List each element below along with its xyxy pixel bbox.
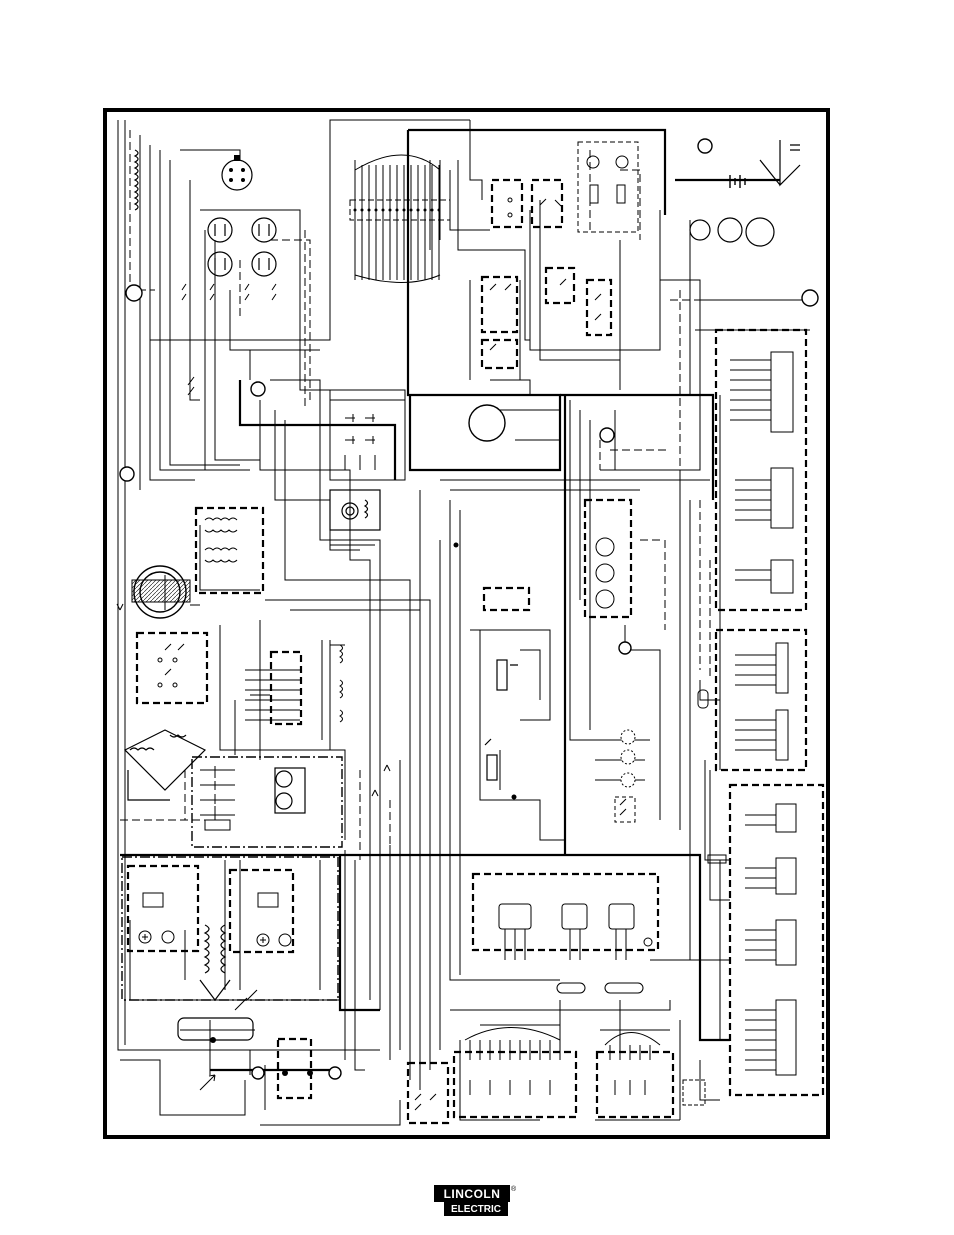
- relay-contacts: [415, 1094, 436, 1110]
- switch-icon: [615, 797, 635, 822]
- connector-panel: [716, 330, 823, 1095]
- lamp-icon: [596, 538, 635, 787]
- rectifier-bridge-icon: [330, 390, 405, 480]
- logo-line1: LINCOLN: [434, 1185, 510, 1202]
- relay-icon: [278, 1039, 448, 1123]
- fan-icon: [132, 566, 190, 618]
- output-terminals-dots: [210, 543, 517, 1077]
- circle-icon: [698, 139, 712, 153]
- terminal-dots: [354, 209, 441, 212]
- potentiometer-icon: [485, 660, 518, 780]
- coil-icon: [135, 150, 138, 210]
- lincoln-electric-logo: LINCOLN ELECTRIC ®: [434, 1185, 510, 1217]
- dashed-wiring: [120, 130, 710, 880]
- rectifier-module: [128, 866, 293, 952]
- switch-icon: [760, 140, 800, 185]
- rectifier-module-details: [139, 893, 291, 946]
- meter-icon: [469, 405, 505, 441]
- relay-contacts: [490, 198, 601, 350]
- diode-array: [200, 766, 235, 830]
- receptacle-group: [208, 218, 276, 276]
- terminal-block: [350, 155, 450, 283]
- delta-winding-icon: [125, 730, 205, 800]
- logo-line2: ELECTRIC: [444, 1202, 508, 1216]
- terminal-strip-icon: [271, 588, 529, 724]
- registered-mark: ®: [511, 1186, 516, 1193]
- battery-icon: [730, 175, 745, 188]
- motor-icon: [330, 490, 380, 530]
- transformer-icon: [196, 508, 263, 593]
- ground-terminal-icon: [120, 285, 265, 481]
- relay-icon: [482, 180, 611, 368]
- capacitor-icon: [275, 768, 305, 813]
- wiring: [118, 120, 810, 1125]
- socket-icon: [222, 155, 252, 190]
- connector-panel: [454, 874, 673, 1117]
- ground-terminal-icon: [600, 290, 818, 654]
- connector-pins: [730, 352, 796, 1075]
- relay-contacts: [158, 644, 184, 687]
- shunt-icon: [178, 1018, 253, 1040]
- relay-icon: [137, 633, 207, 703]
- terminal-fan-lines: [465, 1028, 660, 1096]
- motor-connectors: [690, 218, 774, 246]
- meter-panel: [578, 142, 638, 232]
